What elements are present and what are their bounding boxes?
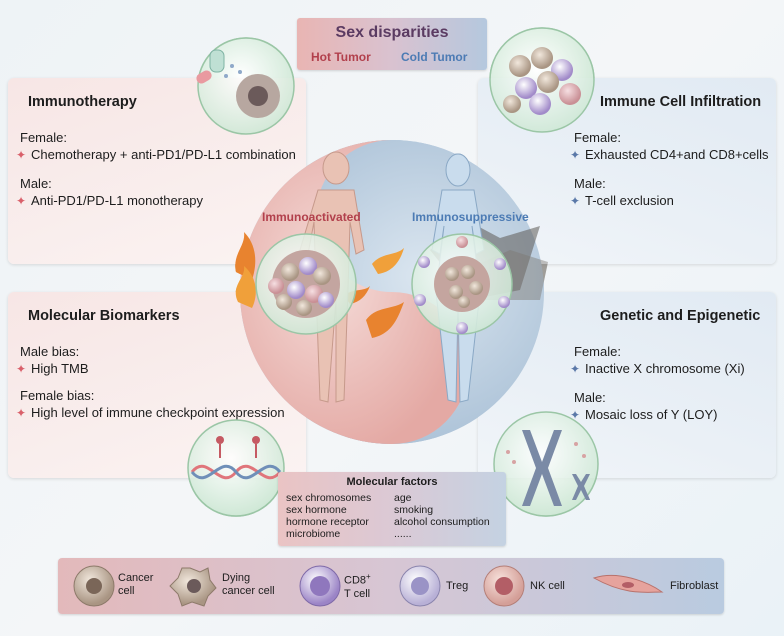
title: Sex disparities [335, 24, 449, 41]
factor-item: alcohol consumption [394, 516, 490, 528]
factor-item: microbiome [286, 528, 341, 540]
legend-nk-cell: NK cell [530, 580, 565, 592]
factor-item: sex chromosomes [286, 492, 372, 504]
factor-col2: age smoking alcohol consumption ...... [394, 492, 490, 540]
hot-tumor-label: Hot Tumor [311, 50, 371, 64]
cancer-cell-icon [73, 565, 115, 607]
female-label: Female: [574, 344, 621, 359]
star-icon: ✦ [570, 148, 581, 162]
male-label: Male: [574, 390, 606, 405]
legend-cd8-t-cell: CD8+ T cell [344, 572, 371, 600]
male-bias-item: ✦High TMB [16, 361, 89, 376]
immunosuppressive-label: Immunosuppressive [412, 210, 529, 224]
male-bias-label: Male bias: [20, 344, 80, 359]
star-icon: ✦ [570, 194, 581, 208]
female-label: Female: [20, 130, 67, 145]
cd8-t-cell-icon [299, 565, 341, 607]
female-bias-label: Female bias: [20, 388, 95, 403]
legend-fibroblast: Fibroblast [670, 580, 719, 592]
male-label: Male: [574, 176, 606, 191]
star-icon: ✦ [570, 408, 581, 422]
dying-cancer-cell-icon [169, 567, 217, 607]
male-label: Male: [20, 176, 52, 191]
nk-cell-icon [483, 565, 525, 607]
factor-item: smoking [394, 504, 434, 516]
factor-item: age [394, 492, 412, 504]
panel-title: Molecular Biomarkers [28, 308, 180, 324]
factor-col1: sex chromosomes sex hormone hormone rece… [286, 492, 371, 540]
star-icon: ✦ [16, 406, 27, 420]
legend-treg: Treg [446, 580, 469, 592]
star-icon: ✦ [16, 148, 27, 162]
factor-item: ...... [394, 528, 412, 540]
factor-item: hormone receptor [286, 516, 369, 528]
female-bias-item: ✦High level of immune checkpoint express… [16, 405, 285, 420]
cold-tumor-label: Cold Tumor [401, 50, 468, 64]
factor-item: sex hormone [286, 504, 347, 516]
star-icon: ✦ [570, 362, 581, 376]
star-icon: ✦ [16, 362, 27, 376]
male-item: ✦Mosaic loss of Y (LOY) [570, 407, 718, 422]
treg-icon [399, 565, 441, 607]
female-item: ✦Chemotherapy + anti-PD1/PD-L1 combinati… [16, 147, 296, 162]
sex-disparities-title-box: Sex disparities Hot Tumor Cold Tumor [297, 18, 487, 70]
female-label: Female: [574, 130, 621, 145]
immunotherapy-panel: Immunotherapy Female: ✦Chemotherapy + an… [8, 78, 306, 264]
molecular-biomarkers-panel: Molecular Biomarkers Male bias: ✦High TM… [8, 292, 306, 478]
star-icon: ✦ [16, 194, 27, 208]
male-item: ✦T-cell exclusion [570, 193, 674, 208]
male-item: ✦Anti-PD1/PD-L1 monotherapy [16, 193, 203, 208]
panel-title: Immunotherapy [28, 94, 137, 110]
genetic-epigenetic-panel: Genetic and Epigenetic Female: ✦Inactive… [478, 292, 776, 478]
immunoactivated-label: Immunoactivated [262, 210, 361, 224]
female-item: ✦Exhausted CD4+and CD8+cells [570, 147, 769, 162]
immune-infiltration-panel: Immune Cell Infiltration Female: ✦Exhaus… [478, 78, 776, 264]
molecular-factors-title: Molecular factors [346, 476, 438, 488]
molecular-factors-box: Molecular factors sex chromosomes sex ho… [278, 472, 506, 546]
panel-title: Genetic and Epigenetic [600, 308, 761, 324]
fibroblast-icon [592, 574, 664, 593]
female-item: ✦Inactive X chromosome (Xi) [570, 361, 745, 376]
legend-icons [73, 565, 664, 607]
panel-title: Immune Cell Infiltration [600, 94, 762, 110]
